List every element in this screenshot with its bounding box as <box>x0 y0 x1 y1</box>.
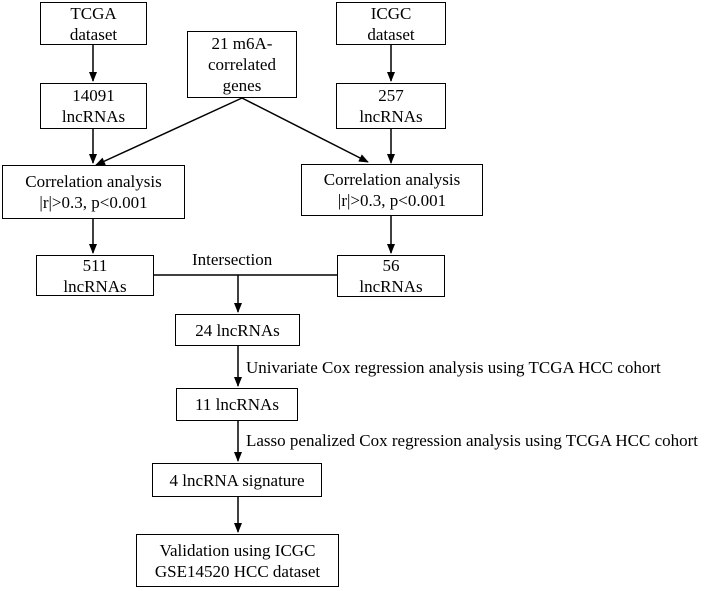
validation-box: Validation using ICGC GSE14520 HCC datas… <box>136 534 339 587</box>
tcga-filtered-box: 511 lncRNAs <box>36 255 154 296</box>
tcga-lncrnas-line-1: 14091 <box>72 86 115 105</box>
tcga-filtered-line-1: 511 <box>82 255 108 275</box>
signature-text: 4 lncRNA signature <box>169 470 305 490</box>
validation-line-2: GSE14520 HCC dataset <box>154 561 321 581</box>
icgc-lncrnas-line-2: lncRNAs <box>359 107 423 126</box>
icgc-correlation-box: Correlation analysis |r|>0.3, p<0.001 <box>301 164 483 216</box>
tcga-lncrnas-box: 14091 lncRNAs <box>40 83 147 129</box>
icgc-correlation-line-1: Correlation analysis <box>323 170 461 189</box>
tcga-lncrnas-line-2: lncRNAs <box>61 107 126 126</box>
arrow-genes-to-tcga-correlation <box>95 97 243 166</box>
icgc-dataset-box: ICGC dataset <box>336 2 446 45</box>
signature-box: 4 lncRNA signature <box>152 463 322 497</box>
m6a-genes-line-2: correlated <box>208 55 276 74</box>
tcga-dataset-box: TCGA dataset <box>40 2 147 45</box>
tcga-correlation-line-1: Correlation analysis <box>25 172 162 191</box>
m6a-genes-line-3: genes <box>222 76 262 95</box>
univariate-result-box: 11 lncRNAs <box>176 388 298 421</box>
arrow-genes-to-icgc-correlation <box>241 97 369 163</box>
icgc-filtered-box: 56 lncRNAs <box>337 255 445 297</box>
univariate-result-text: 11 lncRNAs <box>195 395 279 414</box>
lasso-label: Lasso penalized Cox regression analysis … <box>246 431 699 450</box>
tcga-dataset-line-1: TCGA <box>70 3 117 23</box>
m6a-genes-line-1: 21 m6A- <box>211 34 273 53</box>
tcga-correlation-line-2: |r|>0.3, p<0.001 <box>39 193 148 212</box>
intersection-label: Intersection <box>192 250 273 269</box>
validation-line-1: Validation using ICGC <box>159 540 316 560</box>
icgc-filtered-line-1: 56 <box>382 256 400 275</box>
icgc-dataset-line-1: ICGC <box>370 3 412 23</box>
icgc-dataset-line-2: dataset <box>367 24 415 44</box>
univariate-label: Univariate Cox regression analysis using… <box>246 358 661 377</box>
intersect-result-text: 24 lncRNAs <box>195 320 280 340</box>
tcga-dataset-line-2: dataset <box>69 24 118 44</box>
intersect-result-box: 24 lncRNAs <box>175 314 300 346</box>
tcga-filtered-line-2: lncRNAs <box>63 276 127 296</box>
icgc-correlation-line-2: |r|>0.3, p<0.001 <box>337 191 447 210</box>
m6a-genes-box: 21 m6A- correlated genes <box>187 31 297 98</box>
tcga-correlation-box: Correlation analysis |r|>0.3, p<0.001 <box>2 165 185 219</box>
icgc-filtered-line-2: lncRNAs <box>359 277 423 296</box>
icgc-lncrnas-box: 257 lncRNAs <box>336 83 446 129</box>
icgc-lncrnas-line-1: 257 <box>378 86 404 105</box>
